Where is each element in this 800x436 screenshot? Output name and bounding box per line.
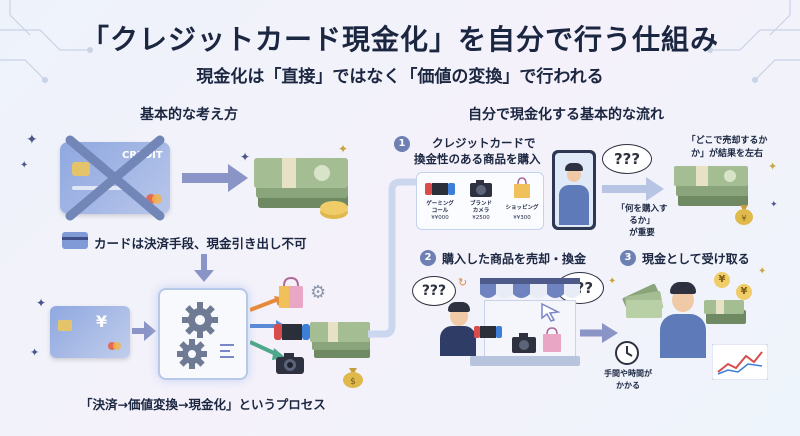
shopping-bag-icon: [514, 177, 530, 198]
step-3-number: 3: [620, 250, 636, 266]
arrow-right-icon: [602, 177, 664, 201]
question-bubble: ???: [412, 276, 456, 306]
line-chart-icon: [712, 344, 768, 380]
product-panel: ゲーミング コール ¥¥000 ブランド カメラ ¥2500 ショッピング ¥¥…: [416, 172, 544, 230]
product-name-2: カメラ: [472, 208, 490, 214]
shopping-bag-icon: [543, 327, 561, 352]
page-title: 「クレジットカード現金化」を自分で行う仕組み: [80, 23, 719, 56]
sparkle-icon: ✦: [240, 150, 251, 164]
small-card-icon: [62, 232, 88, 249]
shop-counter: [470, 356, 580, 366]
card-chip: [58, 320, 72, 331]
cash-stack-icon: [254, 158, 348, 219]
time-note-line2: かかる: [616, 381, 640, 390]
sparkle-icon: ✦: [26, 132, 38, 148]
product-name-2: コール: [431, 208, 449, 214]
cursor-icon: [541, 302, 561, 322]
cash-stack-icon: [704, 300, 746, 324]
game-console-icon: [274, 324, 310, 340]
product-name: ショッピング: [505, 205, 539, 211]
game-console-icon: [474, 326, 502, 338]
person-hair: [670, 282, 696, 294]
process-caption: 「決済→価値変換→現金化」というプロセス: [80, 397, 326, 412]
sparkle-icon: ✦: [36, 296, 47, 310]
result-note-line2: か」が結果を左右: [690, 149, 763, 159]
card-logo-circle: [146, 194, 156, 204]
sparkle-icon: ✦: [30, 346, 40, 359]
sparkle-icon: ✦: [338, 142, 349, 156]
sparkle-icon: ✦: [768, 160, 778, 173]
smartphone: [552, 150, 596, 230]
question-bubble: ???: [602, 144, 652, 174]
product-price: ¥¥000: [431, 215, 449, 221]
arrow-down-icon: [194, 254, 214, 282]
money-bag-icon: $: [343, 368, 363, 388]
connector-line: [368, 178, 418, 338]
sparkle-icon-small: ✦: [20, 160, 29, 171]
person-body: [559, 185, 589, 225]
card-chip: [72, 162, 90, 176]
step-3-label: 現金として受け取る: [642, 252, 750, 266]
step-2-label: 購入した商品を売却・換金: [442, 252, 587, 266]
step-1-number: 1: [394, 136, 410, 152]
refresh-icon: ↻: [458, 276, 468, 289]
time-note-line1: 手間や時間が: [604, 369, 652, 378]
card-yen-symbol: ¥: [96, 312, 108, 331]
page-subtitle: 現金化は「直接」ではなく「価値の変換」で行われる: [196, 67, 604, 87]
phone-screen: [555, 153, 593, 227]
person-body: [660, 314, 706, 358]
card-note: カードは決済手段、現金引き出し不可: [94, 236, 307, 251]
coin-icon: ¥: [714, 272, 730, 288]
value-conversion-box: [158, 288, 248, 380]
purchase-note-line3: が重要: [629, 228, 655, 238]
yen-card: ¥: [50, 306, 130, 358]
arrow-right-icon: [132, 321, 156, 341]
camera-icon: [470, 180, 492, 197]
sparkle-icon: ✦: [770, 200, 778, 210]
product-price: ¥2500: [472, 215, 490, 221]
step-2-number: 2: [420, 250, 436, 266]
camera-icon: [512, 333, 536, 353]
shop-awning: [480, 278, 580, 298]
money-bag-icon: ¥: [735, 205, 753, 225]
product-item: ショッピング ¥¥300: [503, 177, 541, 227]
coin-icon: ¥: [736, 284, 752, 300]
purchase-note-line2: るか」: [629, 216, 655, 226]
gear-icon: [177, 302, 234, 369]
product-name: ブランド: [469, 201, 492, 207]
svg-text:$: $: [350, 377, 356, 387]
gear-icon-small: ⚙: [310, 282, 327, 303]
shopping-bag-icon: [279, 276, 303, 308]
sparkle-icon: ✦: [608, 276, 617, 287]
person-body: [440, 326, 476, 356]
card-logo-circle-2: [152, 194, 162, 204]
cross-mark-icon: [65, 135, 165, 221]
product-item: ゲーミング コール ¥¥000: [421, 177, 459, 227]
right-section-heading: 自分で現金化する基本的な流れ: [468, 107, 664, 123]
sparkle-icon: ✦: [758, 266, 767, 277]
person-hair: [448, 302, 470, 312]
arrow-right-icon: [182, 164, 248, 192]
left-section-heading: 基本的な考え方: [140, 107, 238, 123]
cash-stack-icon: [674, 166, 748, 206]
step-1-label-line2: 換金性のある商品を購入: [414, 152, 541, 166]
product-item: ブランド カメラ ¥2500: [462, 177, 500, 227]
game-console-icon: [425, 183, 455, 195]
svg-text:¥: ¥: [741, 214, 746, 223]
product-name: ゲーミング: [426, 201, 454, 207]
person-head: [672, 288, 694, 312]
cash-stack-icon: [310, 322, 370, 358]
purchase-note-line1: 「何を購入す: [616, 204, 668, 214]
person-hair: [565, 163, 583, 171]
cash-fan-icon: [622, 283, 663, 318]
result-note-line1: 「どこで売却するか: [686, 136, 768, 146]
step-1-label-line1: クレジットカードで: [432, 136, 536, 150]
camera-icon: [276, 353, 304, 374]
product-price: ¥¥300: [513, 215, 531, 221]
arrow-right-icon: [580, 323, 618, 343]
clock-icon: [615, 341, 639, 365]
